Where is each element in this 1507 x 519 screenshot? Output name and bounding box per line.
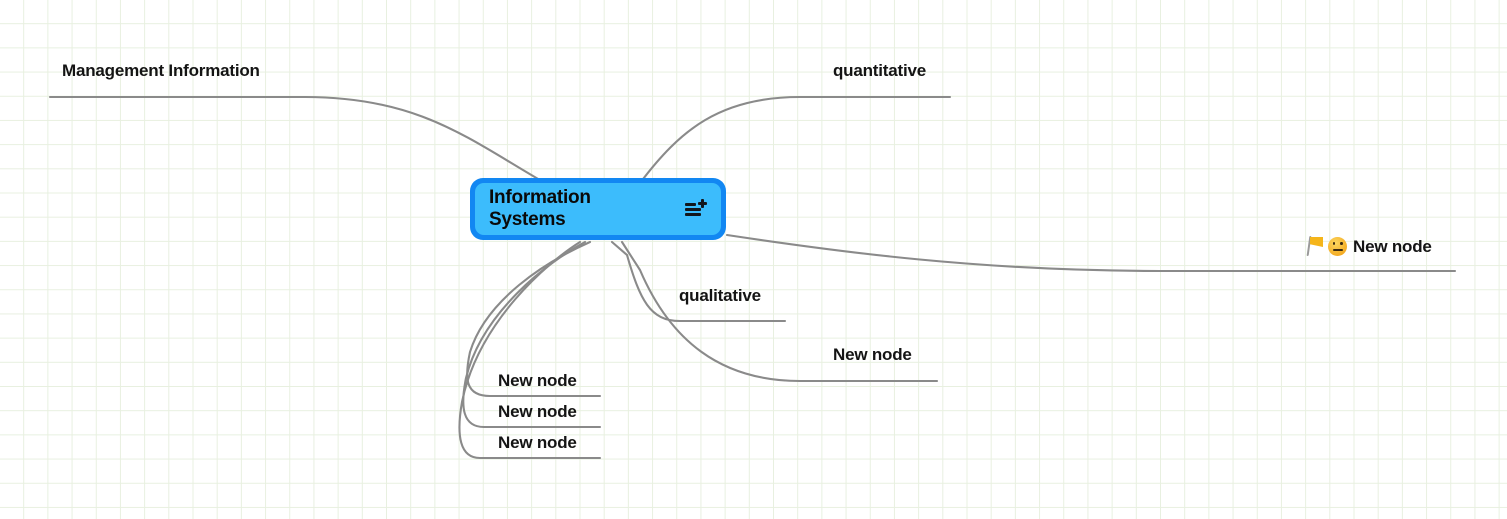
node-label: New node <box>498 371 577 390</box>
node-label: qualitative <box>679 286 761 305</box>
edge-qualitative <box>610 240 787 323</box>
node-new-node-bottom-3[interactable]: New node <box>498 434 577 451</box>
neutral-face-icon <box>1328 236 1347 256</box>
central-node-body: Information Systems <box>475 183 721 235</box>
node-management-information[interactable]: Management Information <box>62 62 260 79</box>
node-label: Management Information <box>62 61 260 80</box>
node-new-node-right[interactable]: New node <box>833 346 912 363</box>
flag-icon <box>1306 236 1324 256</box>
edge-new-node-bottom-2 <box>462 240 602 429</box>
node-flagged-new-node[interactable]: New node <box>1306 236 1432 256</box>
central-node[interactable]: Information Systems <box>470 178 726 240</box>
note-add-icon[interactable] <box>685 199 707 219</box>
node-label: quantitative <box>833 61 927 80</box>
node-new-node-bottom-1[interactable]: New node <box>498 372 577 389</box>
node-new-node-bottom-2[interactable]: New node <box>498 403 577 420</box>
node-qualitative[interactable]: qualitative <box>679 287 761 304</box>
edge-quantitative <box>638 95 952 185</box>
node-quantitative[interactable]: quantitative <box>833 62 926 79</box>
node-label: New node <box>833 345 912 364</box>
node-label: New node <box>498 433 577 452</box>
node-label: New node <box>498 402 577 421</box>
node-label: New node <box>1353 236 1432 256</box>
central-node-label: Information Systems <box>489 187 591 230</box>
edge-new-node-bottom-3 <box>458 240 602 460</box>
edge-management-information <box>48 95 547 185</box>
